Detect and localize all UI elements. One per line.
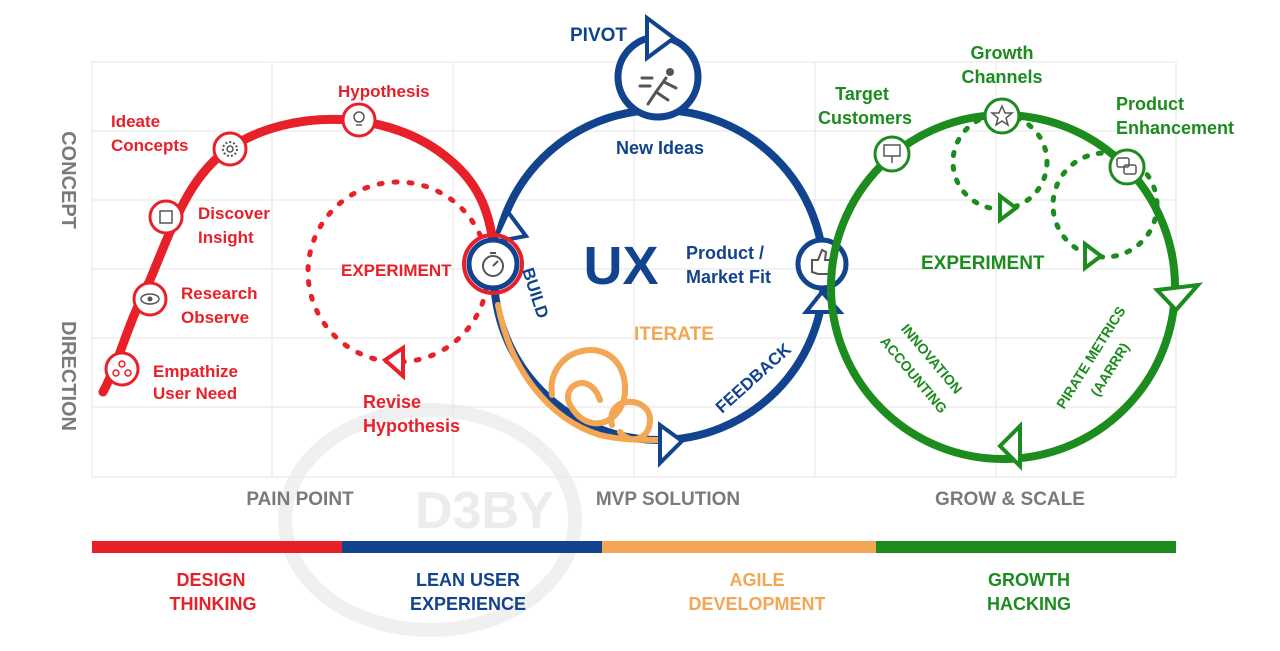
people-icon-dot [112, 369, 120, 377]
step-label-empathize-2: User Need [153, 384, 237, 403]
step-empathize [104, 351, 140, 387]
revise-label-2: Hypothesis [363, 416, 460, 436]
legend-label-agile: AGILE [729, 570, 784, 590]
step-label-ideate-2: Concepts [111, 136, 188, 155]
legend-bar-agile [602, 541, 876, 553]
pivot-label: PIVOT [570, 25, 627, 46]
revise-arrow [381, 344, 405, 381]
experiment-label-green: EXPERIMENT [921, 253, 1045, 274]
lightbulb-icon [341, 102, 377, 138]
legend-label-growth: GROWTH [988, 570, 1070, 590]
iterate-arrow [658, 421, 686, 468]
people-icon [104, 351, 140, 387]
gear-icon [212, 131, 248, 167]
legend-label-agile-2: DEVELOPMENT [688, 594, 825, 614]
legend-bar-design-thinking [92, 541, 342, 553]
step-research [132, 281, 168, 317]
ux-center-label: UX [583, 236, 658, 296]
watermark-text: D3BY [415, 482, 554, 540]
y-axis-bottom-label: DIRECTION [57, 321, 79, 431]
iterate-label: ITERATE [634, 324, 714, 345]
step-ideate [212, 131, 248, 167]
legend-label-lean: LEAN USER [416, 570, 520, 590]
step-label-hypothesis: Hypothesis [338, 82, 430, 101]
eye-icon-pupil [147, 296, 153, 302]
product-label: Product [1116, 94, 1184, 114]
experiment-label-red: EXPERIMENT [341, 261, 452, 280]
star-hand-icon-star [989, 104, 1015, 127]
growth-loop-arrow-2 [1083, 240, 1105, 272]
people-icon-dot [124, 369, 132, 377]
stopwatch-icon [466, 237, 520, 291]
build-label: BUILD [518, 265, 552, 320]
target-label-2: Customers [818, 108, 912, 128]
pivot-arrow [645, 14, 678, 62]
chat-bubbles-icon-a [1116, 157, 1130, 168]
lean-ux-loop [490, 106, 828, 444]
puzzle-icon [148, 199, 184, 235]
iterate-swirl [495, 302, 665, 443]
stopwatch-icon-hand [492, 260, 499, 267]
new-ideas-label: New Ideas [616, 138, 704, 158]
y-axis-top-label: CONCEPT [57, 131, 79, 229]
chat-bubbles-icon-b [1123, 164, 1137, 175]
gear-icon-inner [226, 145, 234, 153]
step-label-research: Research [181, 284, 258, 303]
growth-section: Target Customers Growth Channels Product… [818, 43, 1234, 471]
legend-bar-lean-ux [342, 541, 602, 553]
fit-label: Product / [686, 243, 764, 263]
design-thinking-arc [98, 114, 500, 397]
revise-label: Revise [363, 392, 421, 412]
running-person-figure [638, 68, 678, 106]
step-label-empathize: Empathize [153, 362, 238, 381]
gear-icon-outer [222, 141, 238, 157]
legend-label-lean-2: EXPERIENCE [410, 594, 526, 614]
fit-label-2: Market Fit [686, 267, 771, 287]
target-label: Target [835, 84, 889, 104]
watermark-ring [278, 403, 582, 637]
lightbulb-icon-bulb [353, 111, 365, 123]
x-axis-label-mvp-solution: MVP SOLUTION [596, 489, 740, 510]
growth-arrow-right [1152, 282, 1203, 313]
star-hand-icon [983, 97, 1021, 135]
step-label-discover: Discover [198, 204, 270, 223]
stopwatch-icon-ring [462, 233, 524, 295]
people-icon-dot [118, 360, 126, 368]
legend-bar-growth [876, 541, 1176, 553]
watermark: D3BY [278, 403, 582, 637]
step-label-discover-2: Insight [198, 228, 254, 247]
step-label-ideate: Ideate [111, 112, 160, 131]
x-axis-label-pain-point: PAIN POINT [246, 489, 354, 510]
product-label-2: Enhancement [1116, 118, 1234, 138]
step-hypothesis [341, 102, 377, 138]
step-discover [148, 199, 184, 235]
legend-label-design: DESIGN [176, 570, 245, 590]
legend: DESIGN THINKING LEAN USER EXPERIENCE AGI… [92, 541, 1176, 614]
growth-experiment-loop-2 [1050, 150, 1160, 260]
channels-label: Growth [971, 43, 1034, 63]
design-thinking-section: Empathize User Need Research Observe Dis… [98, 82, 500, 436]
channels-label-2: Channels [961, 67, 1042, 87]
legend-label-design-2: THINKING [170, 594, 257, 614]
stopwatch-icon-face [482, 255, 504, 277]
thumbs-up-glyph [811, 248, 836, 275]
presentation-icon [873, 135, 911, 173]
growth-loop-arrow-1 [998, 192, 1020, 224]
lean-ux-section: PIVOT New Ideas UX Product / Market Fit … [462, 14, 849, 468]
growth-arrow-bottom [997, 421, 1022, 471]
x-axis-label-grow-scale: GROW & SCALE [935, 489, 1085, 510]
eye-icon-outline [140, 293, 160, 305]
legend-label-growth-2: HACKING [987, 594, 1071, 614]
puzzle-icon-piece [159, 210, 173, 224]
step-label-research-2: Observe [181, 308, 249, 327]
